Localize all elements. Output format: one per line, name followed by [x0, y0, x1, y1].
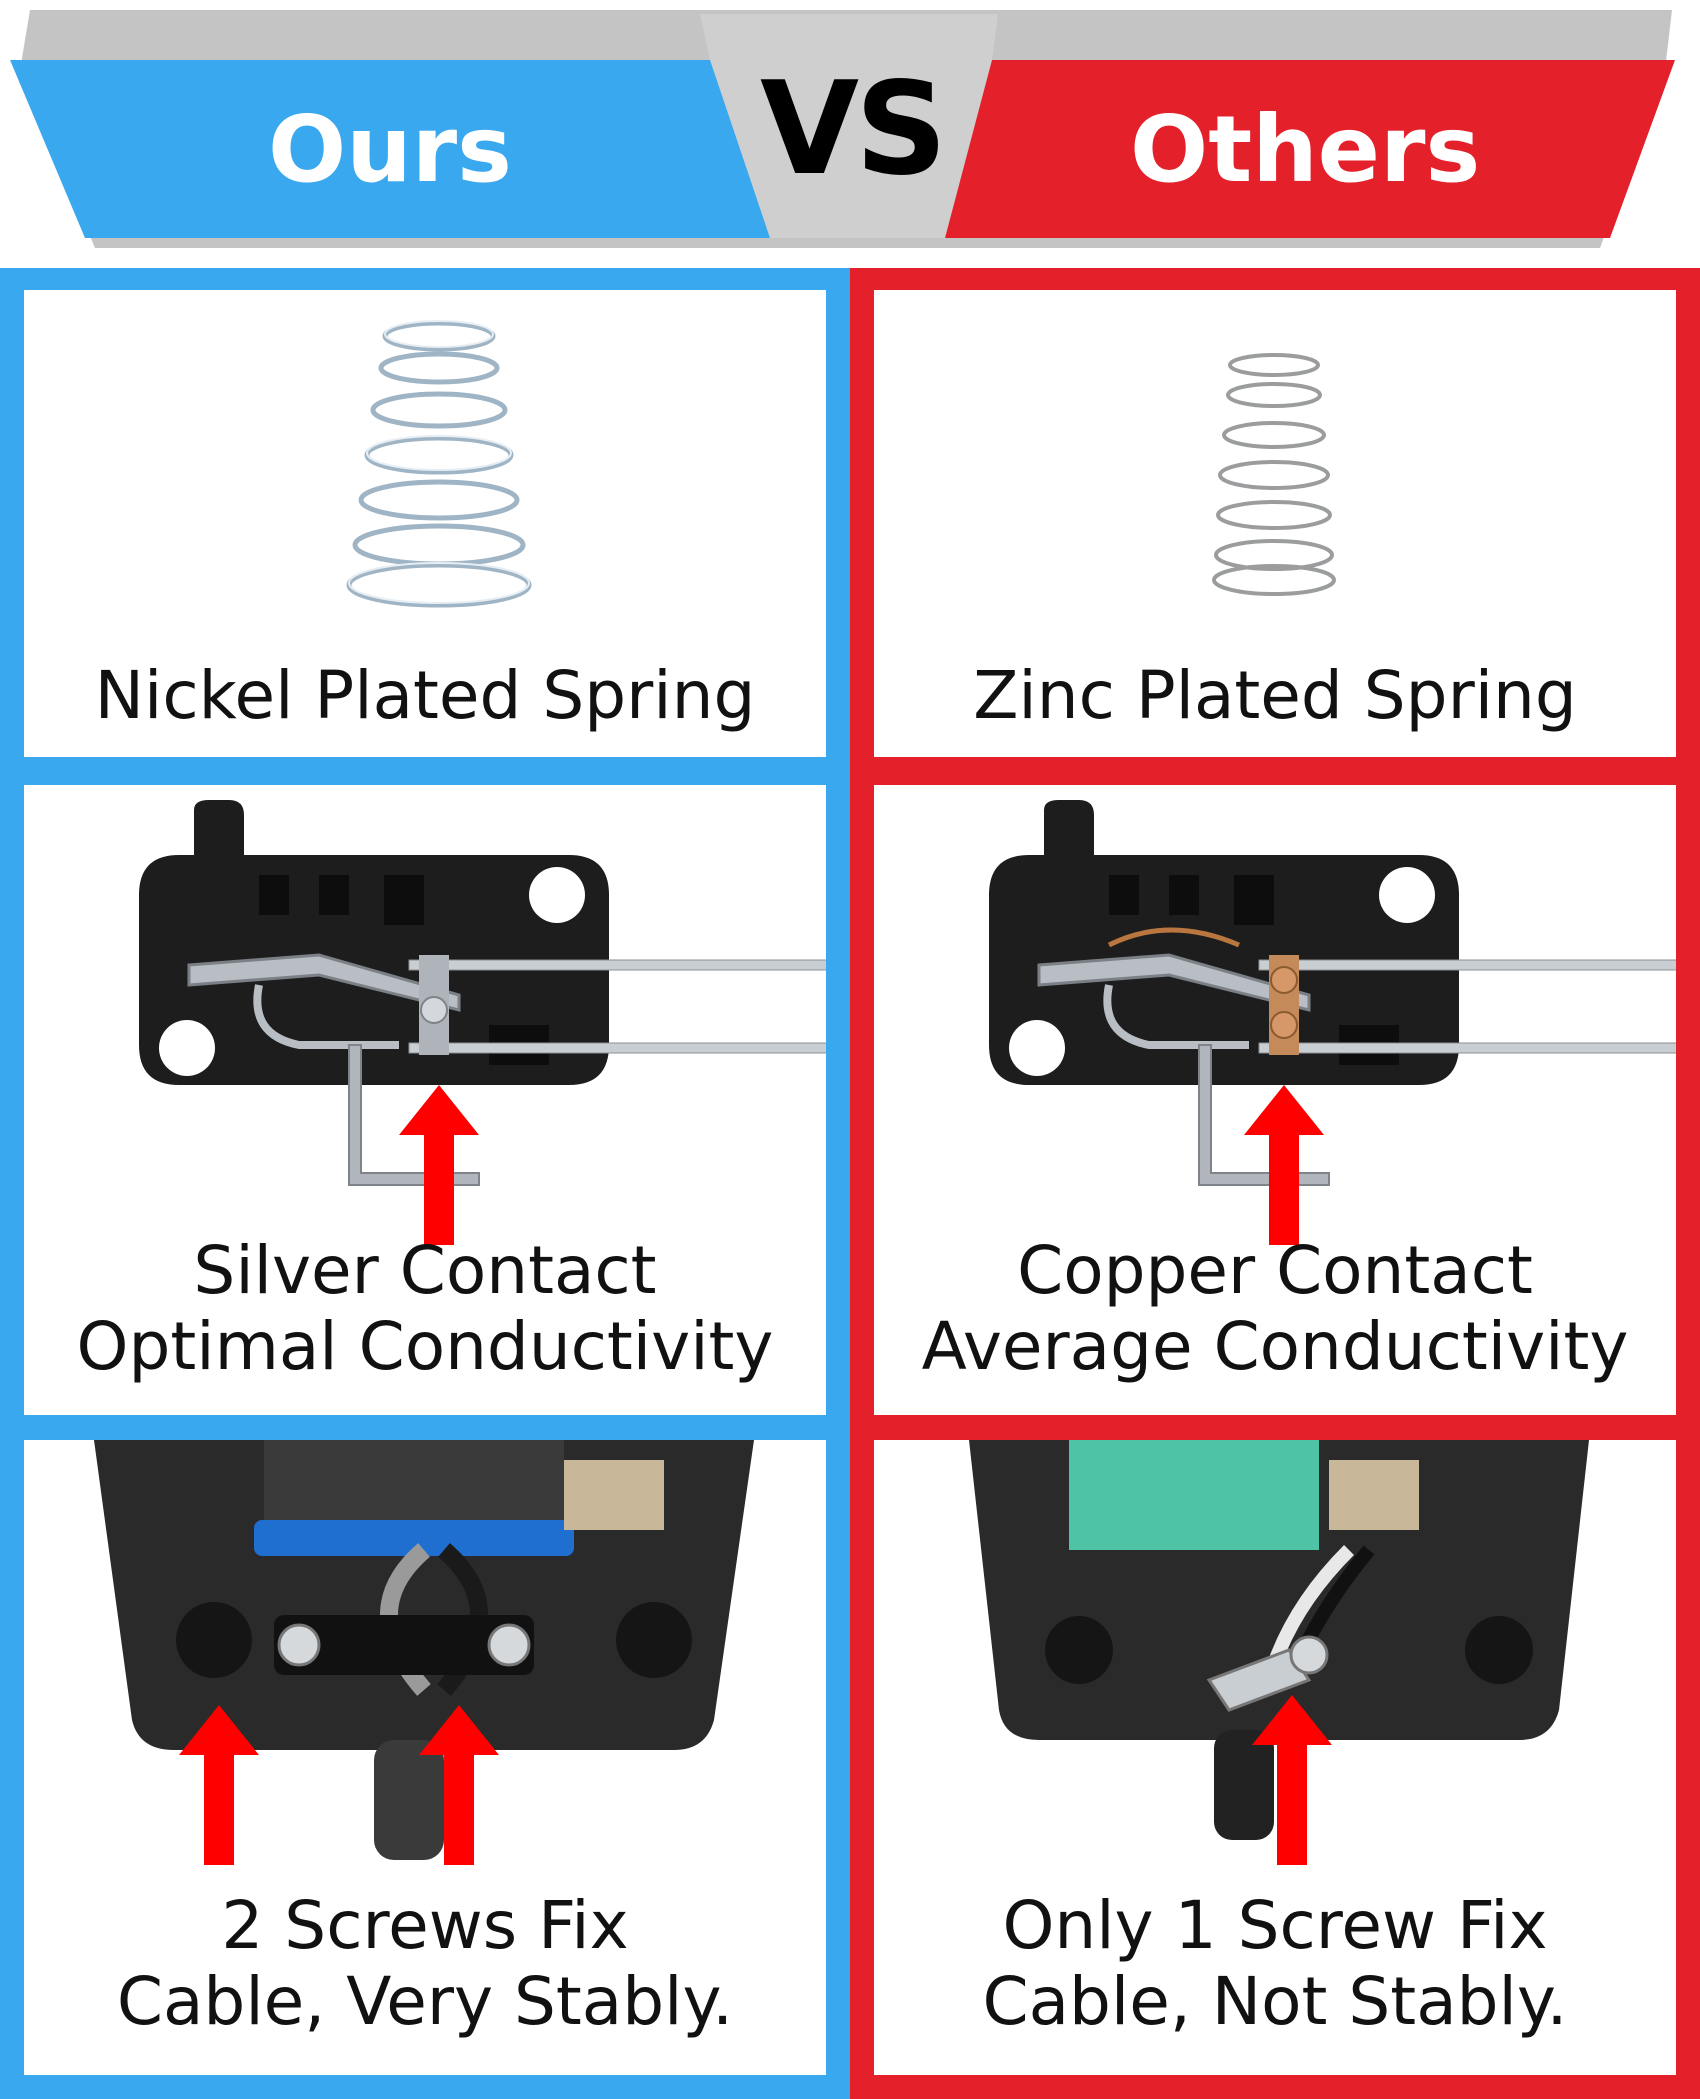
silver-lever: [1037, 953, 1311, 1012]
mount-hole-top: [1379, 867, 1435, 923]
cable: [1214, 1730, 1274, 1840]
banner-graphic: [10, 10, 1675, 248]
ours-contact-line1: Silver Contact: [193, 1232, 657, 1309]
ours-cable-panel: 2 Screws Fix Cable, Very Stably.: [24, 1440, 826, 2075]
screw-arrow-left-icon: [179, 1705, 259, 1865]
one-screw-cable-image: [969, 1440, 1589, 1840]
blue-switch: [254, 1520, 574, 1556]
vs-label: VS: [760, 55, 947, 204]
others-spring-panel: Zinc Plated Spring: [874, 290, 1676, 757]
ours-title: Ours: [268, 96, 512, 203]
others-contact-line2: Average Conductivity: [921, 1308, 1629, 1385]
silver-contact-switch-image: [139, 800, 826, 1186]
silver-lever: [187, 953, 461, 1012]
contact-arrow-icon: [399, 1085, 479, 1245]
ours-cable-line2: Cable, Very Stably.: [116, 1963, 734, 2040]
cable-clamp: [1206, 1648, 1312, 1712]
others-contact-line1: Copper Contact: [1017, 1232, 1533, 1309]
cable: [374, 1740, 444, 1860]
nickel-spring-image: [346, 320, 532, 608]
ours-cable-line1: 2 Screws Fix: [221, 1887, 629, 1964]
screw-right-icon: [487, 1623, 531, 1667]
mount-hole-bottom: [1009, 1020, 1065, 1076]
screw-left-icon: [277, 1623, 321, 1667]
screw-arrow-icon: [1252, 1695, 1332, 1865]
others-spring-caption: Zinc Plated Spring: [973, 657, 1577, 734]
vs-block: [700, 14, 998, 238]
ours-contact-line2: Optimal Conductivity: [76, 1308, 774, 1385]
mount-hole-top: [529, 867, 585, 923]
others-cable-line1: Only 1 Screw Fix: [1002, 1887, 1548, 1964]
others-contact-panel: Copper Contact Average Conductivity: [874, 785, 1676, 1415]
screw-arrow-right-icon: [419, 1705, 499, 1865]
others-cable-line2: Cable, Not Stably.: [982, 1963, 1568, 2040]
green-switch: [1069, 1440, 1319, 1550]
others-title: Others: [1130, 96, 1481, 203]
two-screw-cable-image: [94, 1440, 754, 1860]
others-cable-panel: Only 1 Screw Fix Cable, Not Stably.: [874, 1440, 1676, 2075]
single-screw-icon: [1289, 1635, 1329, 1675]
zinc-spring-image: [1212, 353, 1336, 596]
ours-banner: [10, 60, 770, 238]
comparison-banner: Ours VS Others: [0, 0, 1700, 260]
ours-contact-panel: Silver Contact Optimal Conductivity: [24, 785, 826, 1415]
contact-arrow-icon: [1244, 1085, 1324, 1245]
copper-contact-point: [1270, 966, 1298, 994]
copper-contact-switch-image: [989, 800, 1676, 1186]
others-banner: [930, 60, 1675, 238]
ours-spring-caption: Nickel Plated Spring: [94, 657, 756, 734]
mount-hole-bottom: [159, 1020, 215, 1076]
ours-spring-panel: Nickel Plated Spring: [24, 290, 826, 757]
silver-contact-point: [420, 996, 448, 1024]
